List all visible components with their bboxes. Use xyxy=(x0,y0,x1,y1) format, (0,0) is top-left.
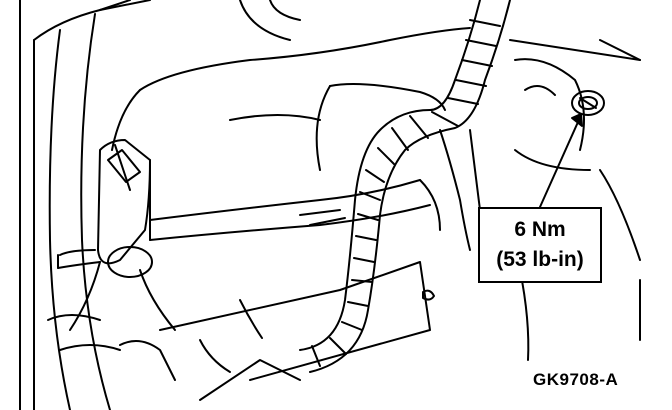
left-shroud xyxy=(19,0,131,410)
torque-callout: 6 Nm (53 lb-in) xyxy=(478,207,602,283)
lower-bracket xyxy=(47,209,435,401)
leader-arrow xyxy=(539,113,583,208)
wiring-harness xyxy=(299,0,511,373)
torque-imperial: (53 lb-in) xyxy=(496,248,584,271)
bolt xyxy=(571,90,605,116)
reservoir-body xyxy=(99,0,641,241)
connector xyxy=(57,139,176,331)
figure-id: GK9708-A xyxy=(533,370,619,389)
torque-metric: 6 Nm xyxy=(514,218,566,241)
